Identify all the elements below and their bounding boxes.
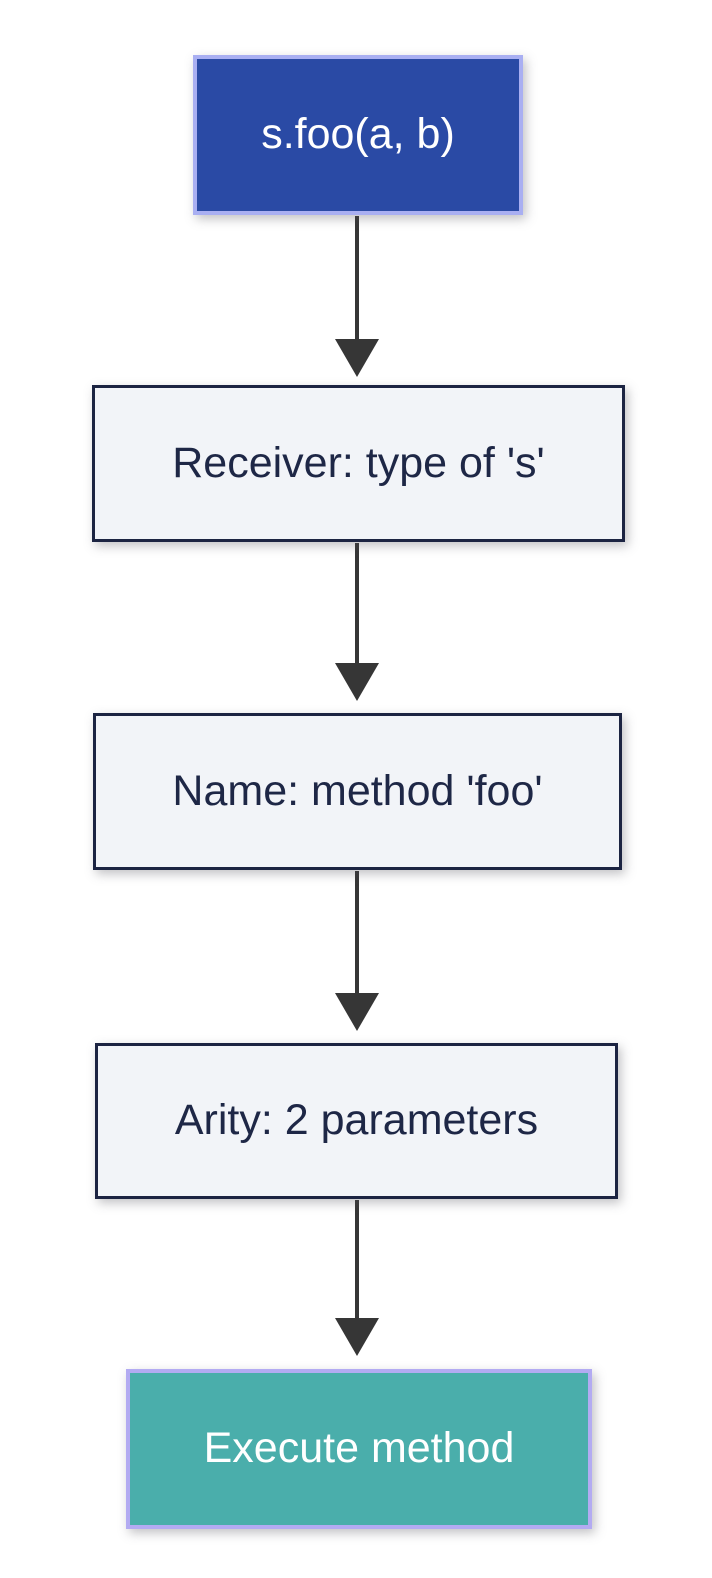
arrow-name-to-arity (335, 871, 379, 1031)
flow-node-arity-label: Arity: 2 parameters (174, 1096, 539, 1145)
arrow-arity-to-execute (335, 1200, 379, 1356)
flow-node-receiver: Receiver: type of 's' (92, 385, 625, 542)
flow-node-call-label: s.foo(a, b) (261, 110, 455, 159)
flow-node-call: s.foo(a, b) (193, 55, 523, 215)
arrowhead-icon (335, 1318, 379, 1356)
arrowhead-icon (335, 663, 379, 701)
arrowhead-icon (335, 339, 379, 377)
flow-node-receiver-label: Receiver: type of 's' (172, 438, 545, 487)
flow-node-execute: Execute method (126, 1369, 592, 1529)
flow-node-name-label: Name: method 'foo' (172, 766, 543, 815)
arrowhead-icon (335, 993, 379, 1031)
flow-node-arity: Arity: 2 parameters (95, 1043, 618, 1199)
flow-node-execute-label: Execute method (203, 1424, 515, 1473)
arrow-receiver-to-name (335, 543, 379, 701)
flow-node-name: Name: method 'foo' (93, 713, 622, 870)
arrow-call-to-receiver (335, 216, 379, 377)
